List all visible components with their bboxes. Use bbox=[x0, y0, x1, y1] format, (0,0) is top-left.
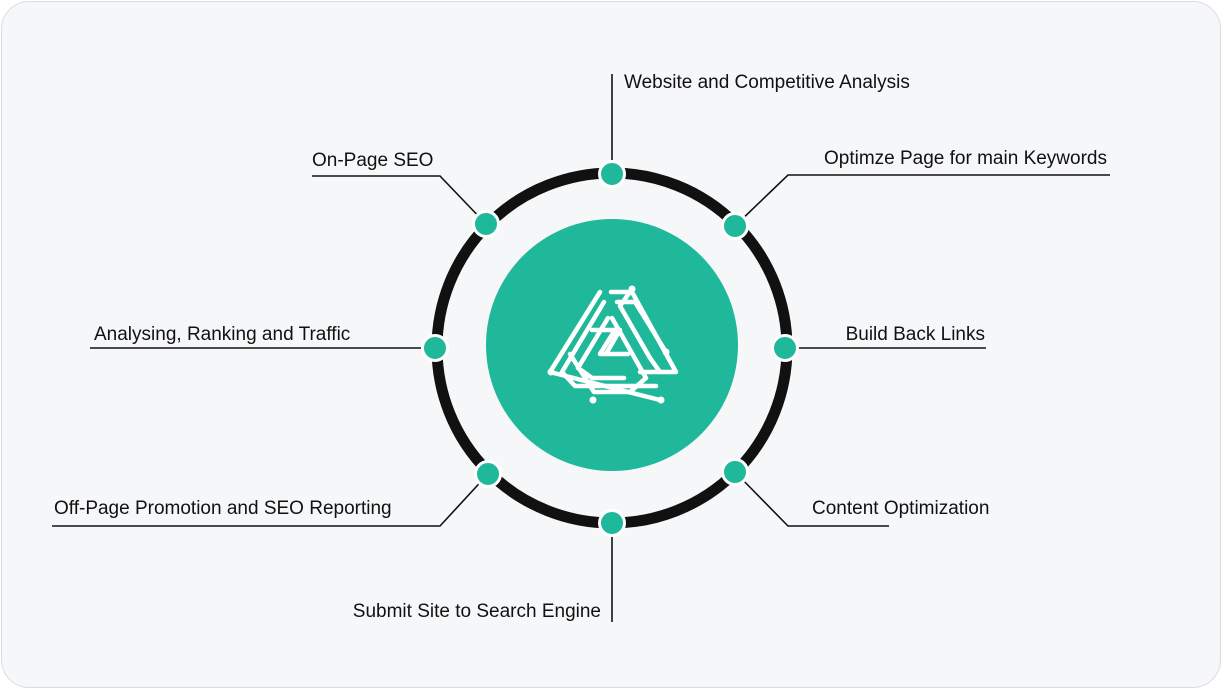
step-label-content-optimization: Content Optimization bbox=[812, 498, 989, 519]
connector-optimize-keywords bbox=[734, 174, 1110, 227]
connector-off-page-promotion bbox=[52, 473, 489, 527]
node-on-page-seo bbox=[472, 210, 500, 238]
step-label-optimize-keywords: Optimze Page for main Keywords bbox=[824, 148, 1107, 169]
node-website-analysis bbox=[598, 160, 626, 188]
step-label-analysing-ranking: Analysing, Ranking and Traffic bbox=[94, 324, 350, 345]
connector-content-optimization bbox=[734, 471, 889, 527]
node-content-optimization bbox=[721, 458, 749, 486]
step-label-off-page-promotion: Off-Page Promotion and SEO Reporting bbox=[54, 498, 392, 519]
step-label-build-back-links: Build Back Links bbox=[846, 324, 985, 345]
node-off-page-promotion bbox=[474, 460, 502, 488]
node-analysing-ranking bbox=[421, 334, 449, 362]
node-optimize-keywords bbox=[721, 212, 749, 240]
step-label-on-page-seo: On-Page SEO bbox=[312, 150, 433, 171]
node-submit-site bbox=[598, 509, 626, 537]
brain-circuit-triangle-icon bbox=[547, 285, 679, 404]
step-label-website-analysis: Website and Competitive Analysis bbox=[624, 72, 910, 93]
step-label-submit-site: Submit Site to Search Engine bbox=[353, 601, 601, 622]
connector-on-page-seo bbox=[312, 175, 487, 225]
node-build-back-links bbox=[771, 334, 799, 362]
